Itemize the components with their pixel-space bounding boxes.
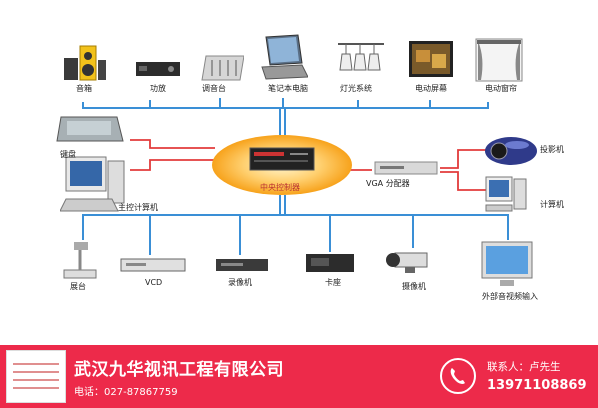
system-diagram: 音箱 功放 调音台 笔记本电脑 灯光系统 电动屏幕 电动窗帘 键盘 主控计算机 … xyxy=(0,0,598,340)
red-link-keyboard xyxy=(130,140,215,148)
motorized-screen-label: 电动屏幕 xyxy=(415,84,447,94)
motorized-curtain-label: 电动窗帘 xyxy=(485,84,517,94)
vcr-icon xyxy=(215,257,269,273)
laptop-label: 笔记本电脑 xyxy=(268,84,308,94)
contact-footer: 武汉九华视讯工程有限公司 电话：027-87867759 联系人：卢先生 139… xyxy=(0,345,598,408)
vcd-label: VCD xyxy=(145,278,162,288)
tape-deck-icon xyxy=(305,252,355,274)
phone-icon xyxy=(440,358,476,394)
amplifier-label: 功放 xyxy=(150,84,166,94)
company-phone[interactable]: 电话：027-87867759 xyxy=(74,383,178,398)
keyboard-label: 键盘 xyxy=(60,150,76,160)
central-controller-label: 中央控制器 xyxy=(260,183,300,193)
bottom-bus-line xyxy=(83,215,508,240)
contact-person: 联系人：卢先生 xyxy=(487,359,561,374)
central-controller-box xyxy=(250,148,314,170)
master-computer-label: 主控计算机 xyxy=(118,203,158,213)
external-av-monitor-icon xyxy=(480,240,534,290)
computer-label: 计算机 xyxy=(540,200,564,210)
red-link-computer-right xyxy=(440,172,486,190)
external-av-label: 外部音视频输入 xyxy=(482,292,538,302)
motorized-curtain-icon xyxy=(475,38,523,82)
vcr-label: 录像机 xyxy=(228,278,252,288)
lighting-label: 灯光系统 xyxy=(340,84,372,94)
video-camera-icon xyxy=(385,247,437,275)
document-camera-icon xyxy=(60,240,100,280)
document-camera-label: 展台 xyxy=(70,282,86,292)
projector-icon xyxy=(483,133,539,167)
vga-splitter-label: VGA 分配器 xyxy=(366,179,410,189)
speakers-label: 音箱 xyxy=(76,84,92,94)
keyboard-icon xyxy=(55,115,125,145)
computer-icon xyxy=(484,175,534,215)
mixer-label: 调音台 xyxy=(202,84,226,94)
motorized-screen-icon xyxy=(408,40,454,80)
company-logo xyxy=(6,350,66,403)
laptop-icon xyxy=(258,33,308,81)
contact-mobile[interactable]: 13971108869 xyxy=(487,378,587,393)
red-link-computer xyxy=(130,160,215,170)
mixer-icon xyxy=(198,50,244,82)
amplifier-icon xyxy=(135,58,181,78)
vcd-icon xyxy=(120,257,186,273)
video-camera-label: 摄像机 xyxy=(402,282,426,292)
company-name: 武汉九华视讯工程有限公司 xyxy=(74,355,284,380)
tape-deck-label: 卡座 xyxy=(325,278,341,288)
top-bus-line xyxy=(83,102,488,108)
lighting-icon xyxy=(336,40,386,80)
red-link-projector xyxy=(440,150,486,168)
projector-label: 投影机 xyxy=(540,145,564,155)
speakers-icon xyxy=(62,40,108,82)
